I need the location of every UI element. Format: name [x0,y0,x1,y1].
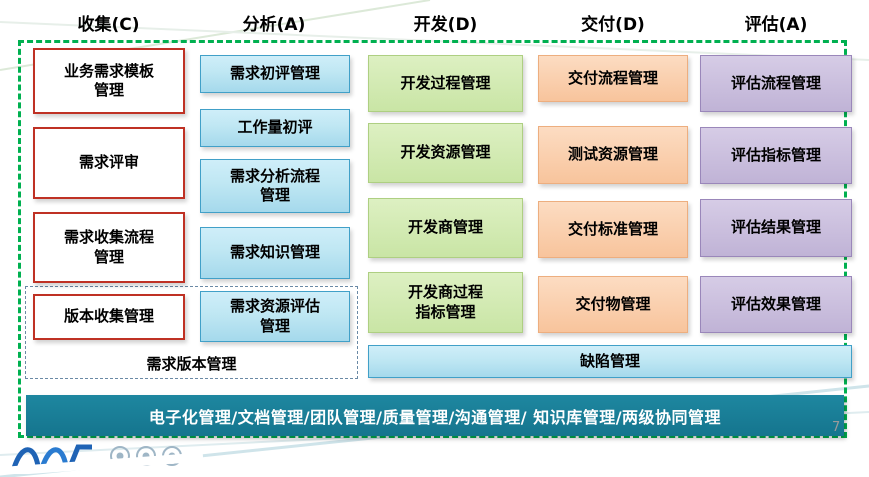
column-header-deliver: 交付(D) [581,15,645,35]
box-delivery-standard-mgmt: 交付标准管理 [538,201,688,258]
box-eval-result-mgmt: 评估结果管理 [700,199,852,257]
column-header-analysis: 分析(A) [242,15,306,35]
box-eval-metric-mgmt: 评估指标管理 [700,127,852,184]
box-requirement-knowledge-mgmt: 需求知识管理 [200,227,350,279]
box-requirement-collection-process-mgmt: 需求收集流程 管理 [33,212,185,283]
version-mgmt-group-label: 需求版本管理 [146,355,237,373]
box-eval-process-mgmt: 评估流程管理 [700,55,852,112]
version-mgmt-group [25,286,358,379]
box-requirement-template-mgmt: 业务需求模板 管理 [33,48,185,114]
box-vendor-mgmt: 开发商管理 [368,198,523,258]
brand-logo [8,440,203,474]
box-dev-resource-mgmt: 开发资源管理 [368,123,523,183]
footer-capability-bar: 电子化管理/文档管理/团队管理/质量管理/沟通管理/ 知识库管理/两级协同管理 [26,395,844,436]
defect-mgmt-bar: 缺陷管理 [368,345,852,378]
brand-logo-icon [8,444,203,474]
page-number: 7 [832,420,841,435]
box-version-collection-mgmt: 版本收集管理 [33,294,185,340]
box-requirement-review: 需求评审 [33,127,185,199]
box-vendor-process-metric-mgmt: 开发商过程 指标管理 [368,272,523,333]
column-header-evaluate: 评估(A) [744,15,808,35]
box-dev-process-mgmt: 开发过程管理 [368,55,523,112]
column-header-develop: 开发(D) [413,15,478,35]
box-delivery-process-mgmt: 交付流程管理 [538,55,688,102]
box-requirement-initial-eval-mgmt: 需求初评管理 [200,55,350,93]
box-test-resource-mgmt: 测试资源管理 [538,126,688,184]
box-requirement-resource-eval-mgmt: 需求资源评估 管理 [200,291,350,342]
column-header-collect: 收集(C) [77,15,140,35]
box-eval-effect-mgmt: 评估效果管理 [700,276,852,333]
box-requirement-analysis-process-mgmt: 需求分析流程 管理 [200,159,350,213]
box-workload-initial-eval: 工作量初评 [200,109,350,147]
box-deliverable-mgmt: 交付物管理 [538,276,688,333]
